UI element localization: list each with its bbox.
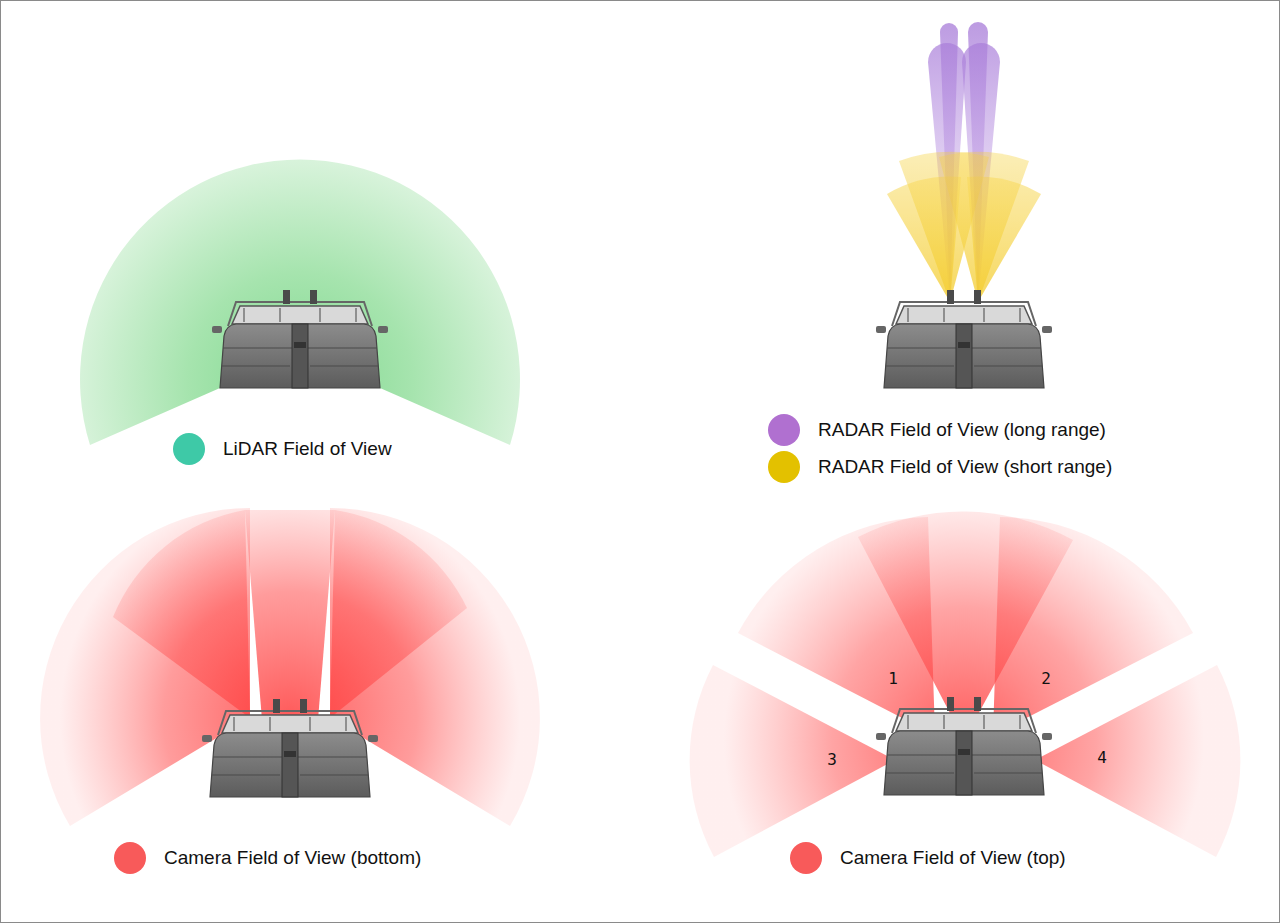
legend-label: Camera Field of View (bottom) (164, 847, 421, 869)
legend-entry: Camera Field of View (top) (790, 842, 1066, 874)
legend-entry: LiDAR Field of View (173, 433, 392, 465)
camera-bottom-fields (40, 508, 540, 826)
legend-entry: Camera Field of View (bottom) (114, 842, 421, 874)
legend-label: RADAR Field of View (short range) (818, 456, 1112, 478)
callout-number: 3 (827, 752, 837, 768)
radar-short-range (887, 152, 1041, 302)
legend-swatch (114, 842, 146, 874)
vehicle (202, 699, 378, 797)
callout-number: 2 (1041, 671, 1051, 687)
legend-swatch (768, 414, 800, 446)
callout-number: 4 (1097, 750, 1107, 766)
legend-label: Camera Field of View (top) (840, 847, 1066, 869)
legend-label: RADAR Field of View (long range) (818, 419, 1106, 441)
camera-field (113, 510, 250, 718)
callout-number: 1 (888, 671, 898, 687)
legend-entry: RADAR Field of View (long range) (768, 414, 1106, 446)
legend-swatch (790, 842, 822, 874)
camera-field (245, 510, 335, 720)
camera-field (330, 510, 467, 718)
vehicle (876, 697, 1052, 795)
camera-field (690, 665, 895, 857)
vehicle (876, 290, 1052, 388)
radar-cone (939, 152, 1029, 302)
legend-label: LiDAR Field of View (223, 438, 392, 460)
camera-top-fields (690, 512, 1241, 857)
legend-entry: RADAR Field of View (short range) (768, 451, 1112, 483)
camera-field (1035, 665, 1240, 857)
legend-swatch (173, 433, 205, 465)
vehicle (212, 290, 388, 388)
legend-swatch (768, 451, 800, 483)
lidar-field (80, 159, 520, 445)
